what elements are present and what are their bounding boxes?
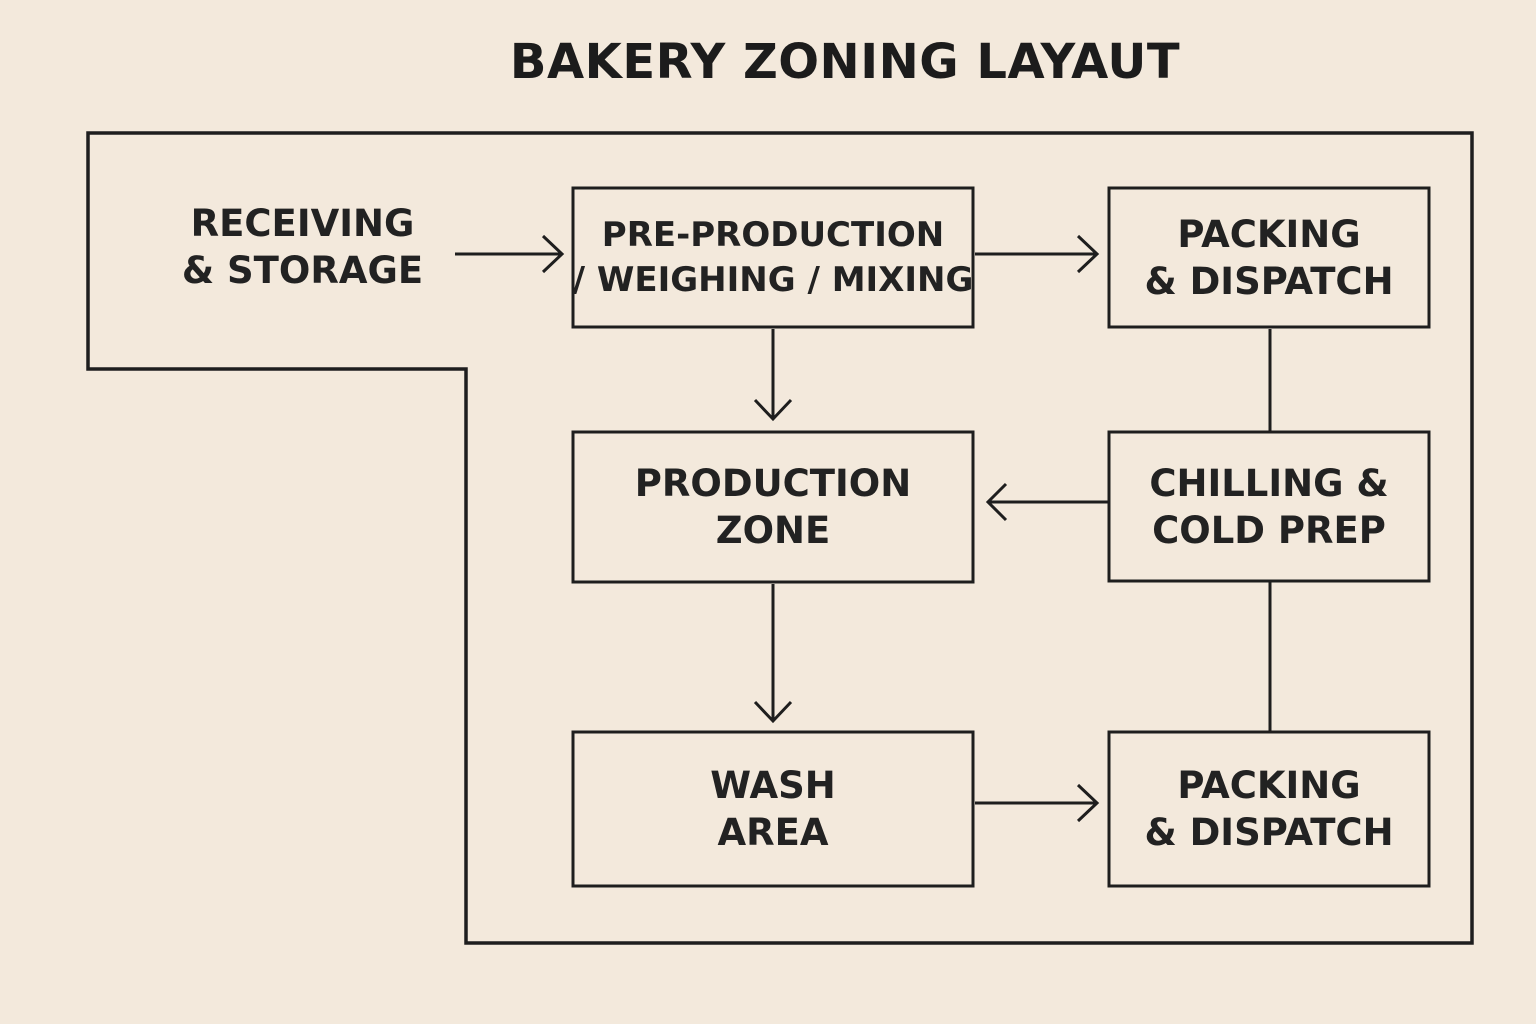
zone-label-chilling: CHILLING & COLD PREP	[1111, 434, 1427, 579]
building-outline	[86, 131, 1474, 945]
chilling-line1: CHILLING &	[1149, 461, 1389, 505]
packing-bottom-line1: PACKING	[1177, 764, 1361, 807]
packing-top-line1: PACKING	[1177, 212, 1361, 256]
zone-label-receiving: RECEIVING & STORAGE	[150, 196, 455, 298]
zone-label-wash: WASH AREA	[575, 734, 971, 884]
wash-line2: AREA	[717, 811, 829, 854]
production-line2: ZONE	[715, 509, 831, 552]
zone-box-pre-production	[571, 186, 975, 329]
zone-label-pre-production: PRE-PRODUCTION / WEIGHING / MIXING	[572, 190, 974, 325]
zone-label-packing-top: PACKING & DISPATCH	[1111, 190, 1427, 325]
zone-box-production	[571, 430, 975, 584]
arrow-pre-production-to-packing	[975, 234, 1100, 274]
zone-box-packing-top	[1107, 186, 1431, 329]
arrow-chilling-to-production	[985, 482, 1109, 522]
pre-production-line2: / WEIGHING / MIXING	[572, 259, 974, 300]
arrow-pre-production-to-production	[753, 329, 793, 422]
arrow-receiving-to-pre-production	[455, 234, 565, 274]
chilling-line2: COLD PREP	[1152, 508, 1386, 552]
diagram-title: BAKERY ZONING LAYAUT	[509, 34, 1181, 90]
zone-label-packing-bottom: PACKING & DISPATCH	[1111, 734, 1427, 884]
arrow-wash-to-packing	[975, 783, 1100, 823]
wash-line1: WASH	[710, 764, 836, 807]
arrow-production-to-wash	[753, 584, 793, 724]
packing-top-line2: & DISPATCH	[1144, 259, 1394, 303]
receiving-line1: RECEIVING	[190, 202, 415, 245]
pre-production-line1: PRE-PRODUCTION	[601, 214, 945, 255]
zone-label-production: PRODUCTION ZONE	[575, 434, 971, 580]
zone-box-wash	[571, 730, 975, 888]
production-line1: PRODUCTION	[634, 462, 912, 505]
packing-bottom-line2: & DISPATCH	[1144, 811, 1394, 854]
receiving-line2: & STORAGE	[181, 249, 424, 292]
